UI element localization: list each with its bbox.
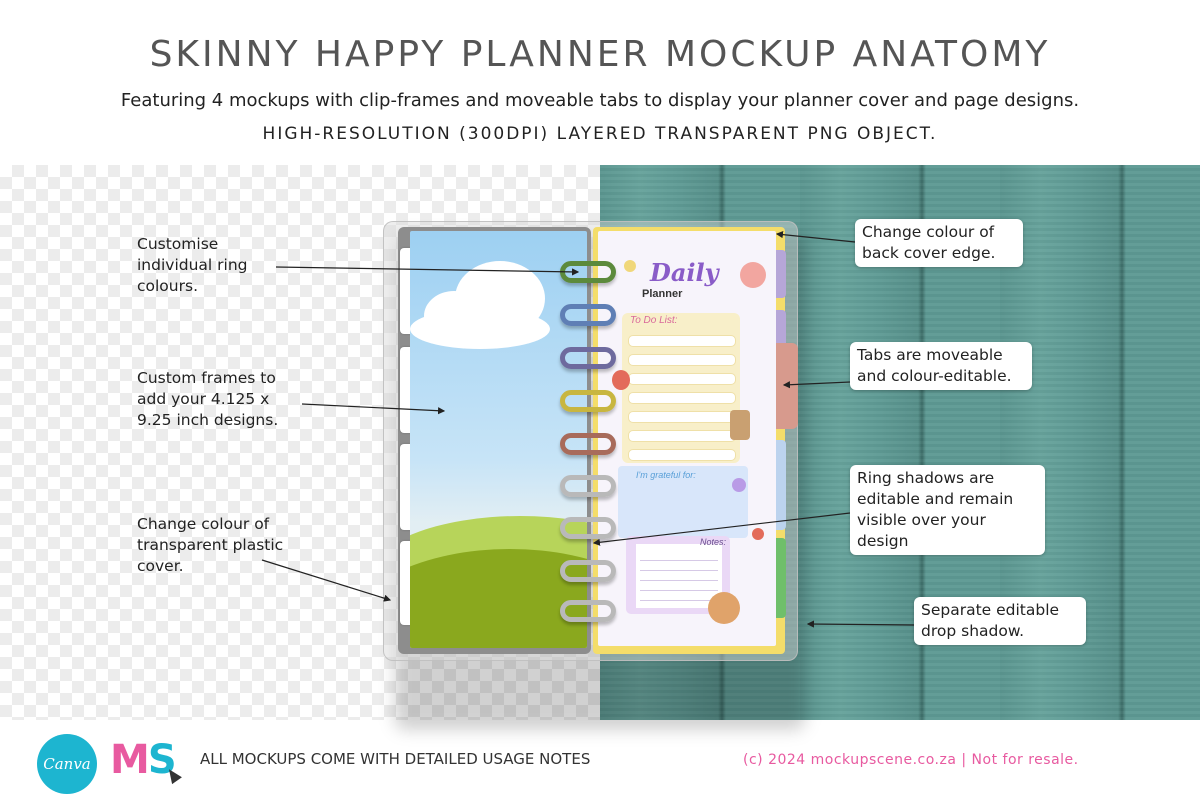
parfait-icon [730, 410, 750, 440]
pointer-line-ring-shadows [592, 512, 851, 546]
callout-drop-shadow: Separate editable drop shadow. [914, 597, 1086, 645]
copyright-text: (c) 2024 mockupscene.co.za | Not for res… [743, 752, 1079, 768]
binder-ring [560, 433, 616, 455]
notes-line [640, 570, 718, 571]
pointer-line-back-cover [775, 231, 856, 243]
fruit-bowl-icon [708, 592, 740, 624]
page-subtitle-resolution: HIGH-RESOLUTION (300DPI) LAYERED TRANSPA… [262, 124, 938, 144]
binder-ring [560, 347, 616, 369]
callout-back-cover: Change colour of back cover edge. [855, 219, 1023, 267]
grateful-box [618, 466, 748, 538]
left-page-design-frame [410, 231, 587, 648]
right-tab [776, 310, 786, 350]
todo-line [628, 354, 736, 366]
strawberry-icon [752, 528, 764, 540]
pointer-line-drop-shadow [806, 620, 915, 628]
notes-line [640, 580, 718, 581]
page-subtitle: Featuring 4 mockups with clip-frames and… [120, 90, 1080, 111]
annotation-ring-colours: Customise individual ring colours. [137, 235, 248, 295]
notes-line [640, 600, 718, 601]
flower-icon [732, 478, 746, 492]
mockupscene-logo: MS [110, 737, 177, 783]
right-tab [776, 250, 786, 298]
usage-notes-text: ALL MOCKUPS COME WITH DETAILED USAGE NOT… [200, 750, 591, 768]
logo-letter-m: M [110, 737, 150, 783]
binder-ring [560, 600, 616, 622]
pointer-line-frames [301, 403, 446, 415]
planner-heading: Planner [642, 288, 683, 300]
strawberry-icon [612, 370, 630, 390]
callout-tabs: Tabs are moveable and colour-editable. [850, 342, 1032, 390]
todo-line [628, 335, 736, 347]
right-tab [776, 538, 786, 618]
todo-line [628, 392, 736, 404]
binder-ring [560, 517, 616, 539]
notes-line [640, 590, 718, 591]
grateful-title: I'm grateful for: [636, 470, 696, 480]
pointer-line-tabs [782, 381, 851, 389]
binder-ring [560, 560, 616, 582]
notes-paper [636, 544, 722, 608]
daily-heading: Daily [650, 258, 719, 287]
right-tab [776, 440, 786, 530]
annotation-custom-frames: Custom frames to add your 4.125 x 9.25 i… [137, 369, 279, 429]
binder-ring [560, 475, 616, 497]
flower-icon [624, 260, 636, 272]
page-title: SKINNY HAPPY PLANNER MOCKUP ANATOMY [149, 34, 1051, 75]
canva-logo: Canva [37, 734, 97, 794]
binder-ring [560, 390, 616, 412]
todo-title: To Do List: [630, 315, 678, 326]
logo-letter-s: S [147, 737, 177, 783]
pointer-line-plastic [261, 559, 392, 602]
notes-title: Notes: [700, 537, 727, 547]
hill-front [410, 549, 587, 648]
cake-icon [740, 262, 766, 288]
callout-ring-shadows: Ring shadows are editable and remain vis… [850, 465, 1045, 555]
annotation-plastic-cover: Change colour of transparent plastic cov… [137, 515, 284, 575]
pointer-line-rings [275, 266, 580, 276]
todo-line [628, 449, 736, 461]
notes-line [640, 560, 718, 561]
cloud-shape [410, 309, 550, 349]
binder-ring [560, 304, 616, 326]
